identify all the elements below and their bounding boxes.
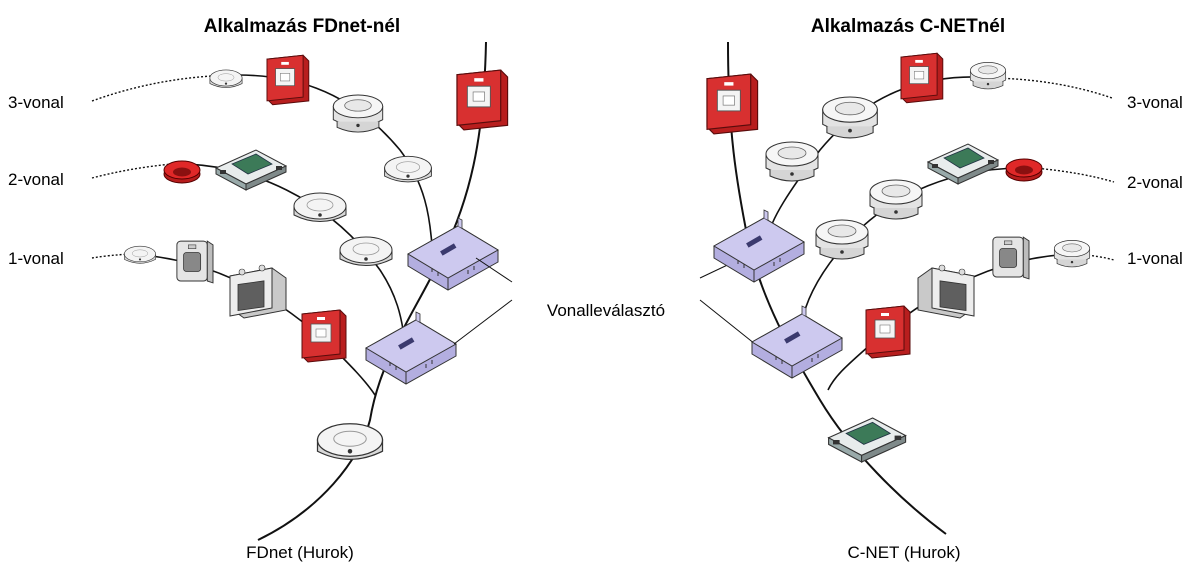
fdnet-line3-label: 3-vonal	[8, 93, 64, 112]
cnet-detector-icon	[1053, 240, 1091, 268]
cnet-diagram: Alkalmazás C-NETnél 3-vonal 2-vonal 1-vo…	[706, 16, 1183, 562]
fdnet-loop-label: FDnet (Hurok)	[246, 543, 354, 562]
cnet-loop-module-icon	[828, 417, 907, 463]
fdnet-sounder-icon	[163, 160, 201, 184]
fdnet-line2-label: 2-vonal	[8, 170, 64, 189]
cnet-line1-dotted	[1075, 253, 1115, 261]
separator-label: Vonalleválasztó	[547, 301, 665, 320]
separator-callout: Vonalleválasztó	[453, 257, 761, 349]
cnet-loop-wire	[727, 41, 947, 535]
cnet-detector-icon	[869, 179, 923, 220]
cnet-line3-label: 3-vonal	[1127, 93, 1183, 112]
cnet-manual-call-point-icon	[900, 52, 944, 104]
fdnet-line1-label: 1-vonal	[8, 249, 64, 268]
cnet-detector-icon	[815, 219, 869, 260]
cnet-input-module-icon	[992, 236, 1030, 280]
cnet-multi-detector-icon	[822, 96, 878, 139]
fdnet-smoke-detector-icon	[384, 155, 432, 183]
fdnet-line2-dotted	[91, 163, 173, 179]
fdnet-loop-call-point-icon	[456, 69, 509, 131]
cnet-detector-icon	[969, 62, 1007, 90]
cnet-detector-icon	[765, 141, 819, 182]
fdnet-smoke-detector-icon	[339, 236, 393, 266]
cnet-loop-label: C-NET (Hurok)	[847, 543, 960, 562]
cnet-line1-label: 1-vonal	[1127, 249, 1183, 268]
fdnet-multi-detector-icon	[332, 94, 384, 133]
cnet-sounder-icon	[1005, 158, 1043, 182]
cnet-interface-module-icon	[927, 143, 999, 185]
fdnet-line-isolator-icon	[365, 311, 457, 385]
fdnet-line-isolator-icon	[407, 217, 499, 291]
fdnet-loop-detector-icon	[316, 423, 384, 460]
fdnet-diagram: Alkalmazás FDnet-nél 3-vonal 2-vonal 1-v…	[8, 16, 509, 562]
cnet-housing-icon	[917, 264, 975, 319]
cnet-title: Alkalmazás C-NETnél	[811, 16, 1005, 37]
cnet-line2-dotted	[1033, 167, 1115, 183]
fdnet-manual-call-point-icon	[301, 309, 347, 363]
fdnet-manual-call-point-icon	[266, 54, 310, 106]
fdnet-line3-dotted	[91, 75, 213, 102]
cnet-line2-label: 2-vonal	[1127, 173, 1183, 192]
cnet-manual-call-point-icon	[865, 305, 911, 359]
fdnet-smoke-detector-icon	[293, 192, 347, 222]
fdnet-title: Alkalmazás FDnet-nél	[204, 16, 400, 37]
cnet-line3-dotted	[995, 77, 1113, 99]
cnet-line3-wire	[767, 76, 997, 239]
cnet-line-isolator-icon	[751, 305, 843, 379]
fdnet-input-module-icon	[176, 240, 214, 284]
fdnet-housing-icon	[229, 264, 287, 319]
cnet-line-isolator-icon	[713, 209, 805, 283]
fdnet-smoke-detector-icon	[209, 69, 243, 88]
cnet-loop-call-point-icon	[706, 73, 759, 135]
fdnet-smoke-detector-icon	[124, 245, 156, 264]
